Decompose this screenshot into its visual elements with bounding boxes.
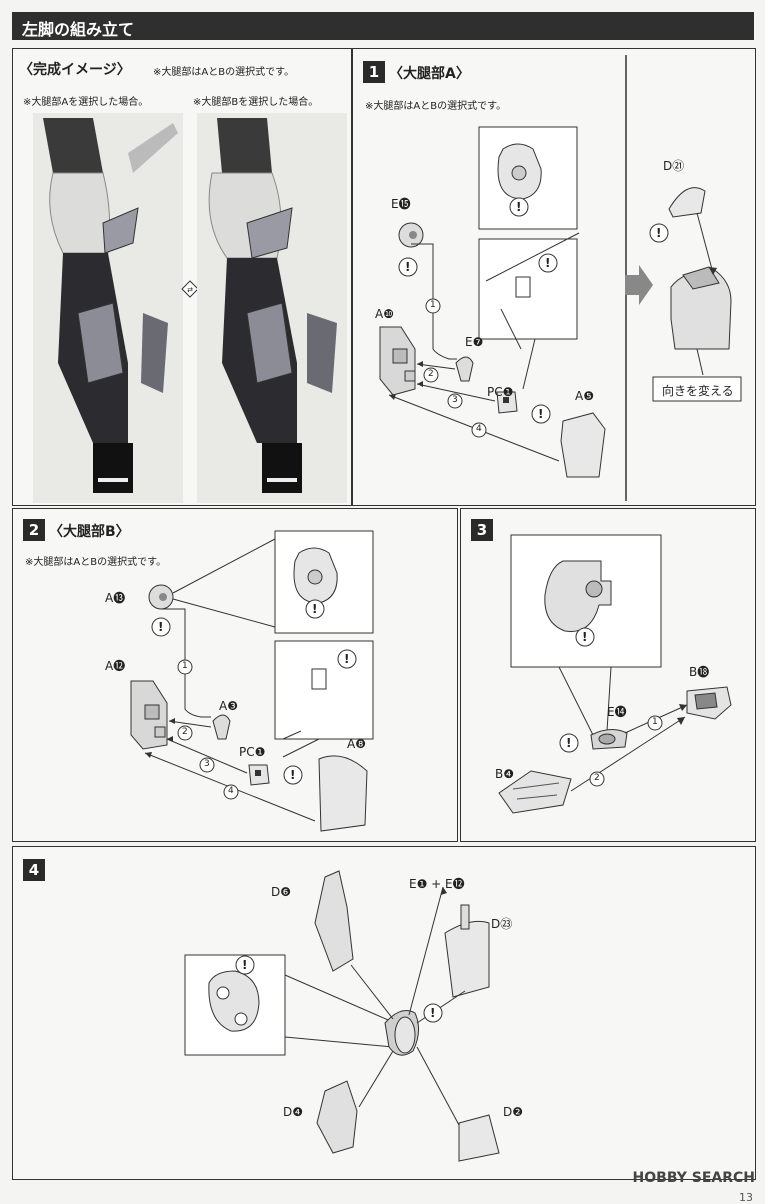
step1-note: ※大腿部はAとBの選択式です。 [365,101,507,112]
section-header: 左脚の組み立て [12,12,754,40]
part-label-a5: A❺ [575,389,594,403]
preview-caption-a: ※大腿部Aを選択した場合。 [23,97,149,108]
preview-title: 〈完成イメージ〉 [19,62,131,78]
step1-seq-4: 4 [476,424,482,434]
step1-number: 1 [363,61,385,83]
step3-seq-2: 2 [594,773,600,783]
step1-warn-2: ! [545,256,551,270]
part-label-pc1-b: PC❶ [239,745,266,759]
step1-seq-1: 1 [430,300,436,310]
part-label-d2: D❷ [503,1105,523,1119]
step4-warn-2: ! [430,1006,436,1020]
part-label-a3: A❸ [219,699,238,713]
step3-panel: 3 1 2 ! ! B⓲ E⓮ B❹ [460,508,756,842]
section-title: 左脚の組み立て [22,20,135,39]
step1-warn-5: ! [656,226,662,240]
part-label-a10: A❿ [375,307,394,321]
step2-number: 2 [23,519,45,541]
step1-warn-1: ! [516,200,522,214]
step4-warn-1: ! [242,958,248,972]
step2-seq-3: 3 [204,759,210,769]
part-label-d21: D㉑ [663,159,685,173]
step3-diagram [498,534,732,814]
step1-title: 〈大腿部A〉 [389,66,470,82]
step2-title: 〈大腿部B〉 [49,524,130,540]
step1-panel: 1 〈大腿部A〉 ※大腿部はAとBの選択式です。 [352,48,756,506]
svg-text:⇄: ⇄ [187,286,193,294]
leg-image-a [33,113,183,503]
leg-image-b [197,113,347,503]
preview-caption-b: ※大腿部Bを選択した場合。 [193,97,319,108]
step4-diagram [184,870,500,1162]
part-label-d6: D❻ [271,885,291,899]
step1-seq-2: 2 [428,369,434,379]
step1-warn-3: ! [405,260,411,274]
step2-panel: 2 〈大腿部B〉 ※大腿部はAとBの選択式です。 [12,508,458,842]
step1-seq-3: 3 [452,395,458,405]
preview-note: ※大腿部はAとBの選択式です。 [153,67,295,78]
preview-panel: 〈完成イメージ〉 ※大腿部はAとBの選択式です。 ※大腿部Aを選択した場合。 ※… [12,48,352,506]
part-label-b4: B❹ [495,767,514,781]
step2-warn-3: ! [344,652,350,666]
step1-warn-4: ! [538,407,544,421]
step3-number: 3 [471,519,493,541]
step1-diagram [379,126,742,478]
part-label-e15: E⓯ [391,197,411,211]
part-label-d4: D❹ [283,1105,303,1119]
turn-direction-label: 向きを変える [662,384,734,398]
step2-seq-2: 2 [182,727,188,737]
step2-warn-1: ! [158,620,164,634]
step3-warn-1: ! [582,630,588,644]
part-label-a8: A❽ [347,737,366,751]
step4-panel: 4 ! ! D❻ E❶ + E⓬ D㉓ D❹ D❷ [12,846,756,1180]
step3-warn-2: ! [566,736,572,750]
part-label-a13: A⓭ [105,591,126,605]
step2-seq-4: 4 [228,786,234,796]
step2-note: ※大腿部はAとBの選択式です。 [25,557,167,568]
divider-arrow-icon: ⇄ [181,280,199,298]
part-label-a12: A⓬ [105,659,126,673]
part-label-e14: E⓮ [607,705,627,719]
step2-warn-2: ! [312,602,318,616]
part-label-pc1: PC❶ [487,385,514,399]
part-label-d23: D㉓ [491,917,513,931]
step2-seq-1: 1 [182,661,188,671]
step2-diagram [130,530,374,832]
step4-number: 4 [23,859,45,881]
step2-warn-4: ! [290,768,296,782]
part-label-e1-e12: E❶ + E⓬ [409,877,465,891]
page-number: 13 [739,1191,753,1204]
part-label-b18: B⓲ [689,665,710,679]
part-label-e7: E❼ [465,335,484,349]
watermark: HOBBY SEARCH [632,1170,755,1186]
step3-seq-1: 1 [652,717,658,727]
